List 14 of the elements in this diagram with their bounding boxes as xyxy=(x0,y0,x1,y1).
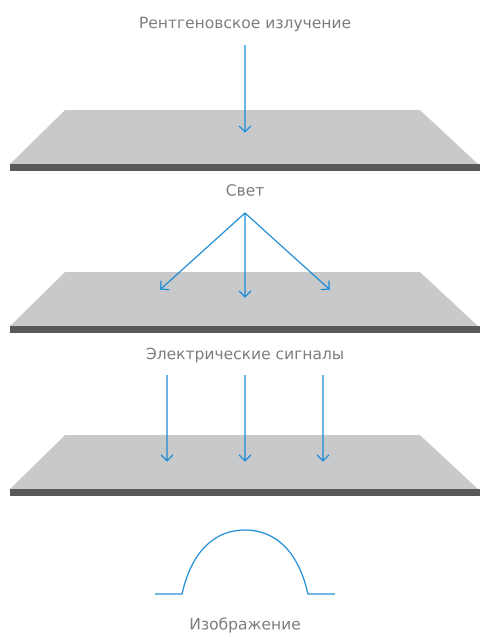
arrow xyxy=(160,212,246,290)
caption-text: Свет xyxy=(226,184,264,196)
arrow xyxy=(160,375,174,462)
arrow xyxy=(238,213,252,298)
plate-drawing xyxy=(10,272,480,333)
arrow xyxy=(244,212,330,290)
arrow xyxy=(238,375,252,462)
caption-text: Электрические сигналы xyxy=(146,348,343,362)
plate-drawing xyxy=(10,110,480,171)
arrow xyxy=(316,375,330,462)
arrow xyxy=(238,45,252,133)
plate-drawing xyxy=(10,435,480,496)
caption-text: Изображение xyxy=(190,617,300,633)
caption-text: Рентгеновское излучение xyxy=(140,16,350,32)
